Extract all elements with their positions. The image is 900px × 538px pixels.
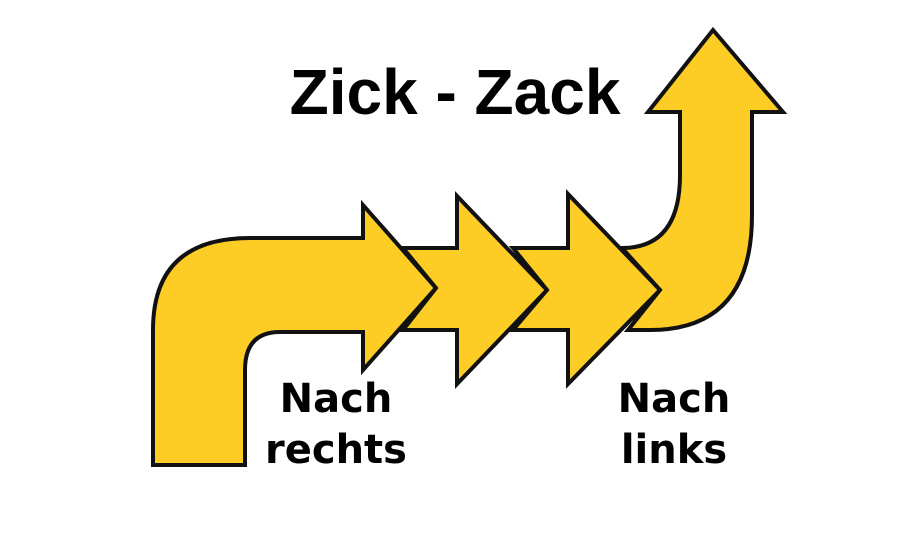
label-right-line-1: Nach <box>279 376 393 422</box>
label-left-line-1: Nach <box>617 376 731 422</box>
diagram-title: Zick - Zack <box>289 56 621 128</box>
label-nach-links: Nach links <box>554 374 794 476</box>
label-left-line-2: links <box>620 427 728 473</box>
label-nach-rechts: Nach rechts <box>216 374 456 476</box>
curved-arrow-up <box>617 26 788 332</box>
curved-arrow-right <box>151 199 439 467</box>
chevron-arrow-3 <box>508 189 663 389</box>
chevron-arrow-2 <box>398 191 550 389</box>
label-right-line-2: rechts <box>265 427 407 473</box>
